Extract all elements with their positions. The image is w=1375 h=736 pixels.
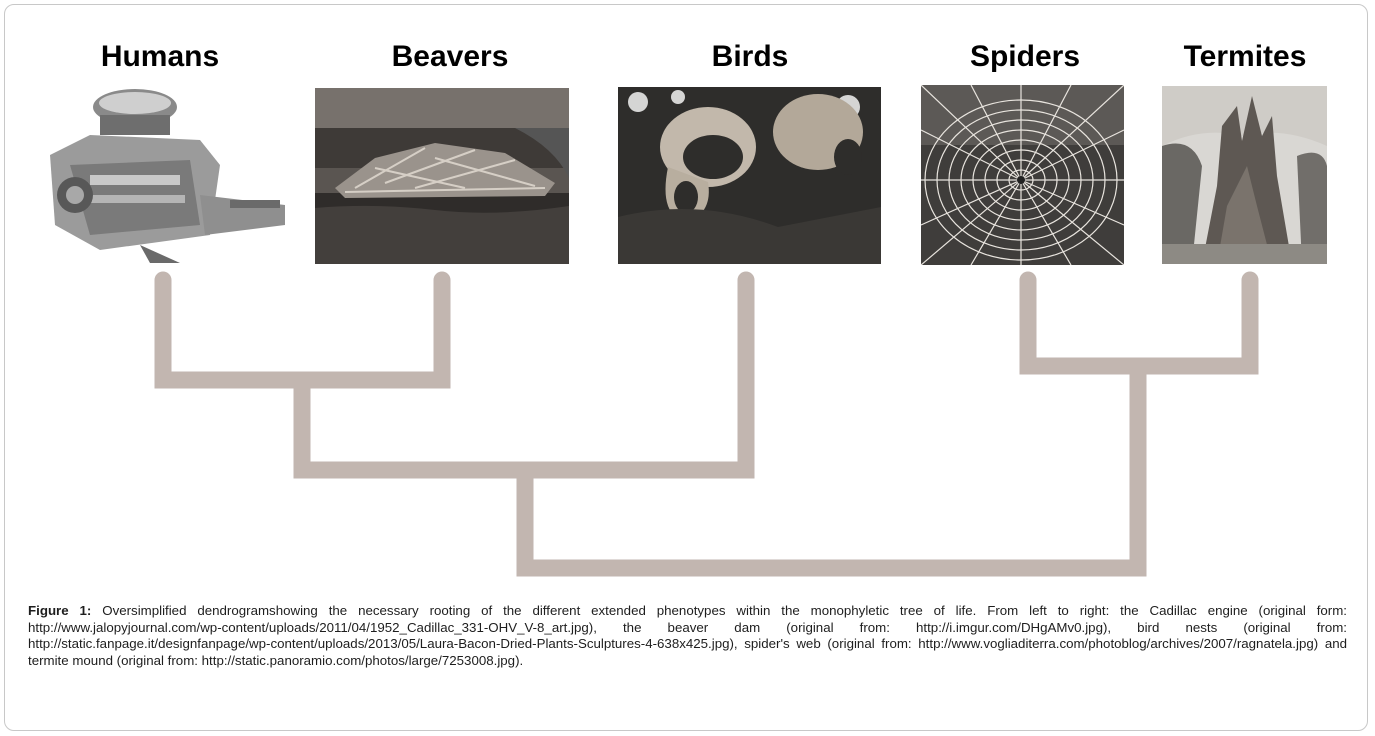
dendrogram bbox=[0, 0, 1375, 600]
figure-caption: Figure 1: Oversimplified dendrogramshowi… bbox=[28, 603, 1347, 669]
branch-spiders-termites bbox=[1028, 280, 1250, 366]
caption-text: Oversimplified dendrogramshowing the nec… bbox=[28, 603, 1347, 668]
caption-label: Figure 1: bbox=[28, 603, 91, 618]
branch-humans-beavers bbox=[163, 280, 442, 380]
